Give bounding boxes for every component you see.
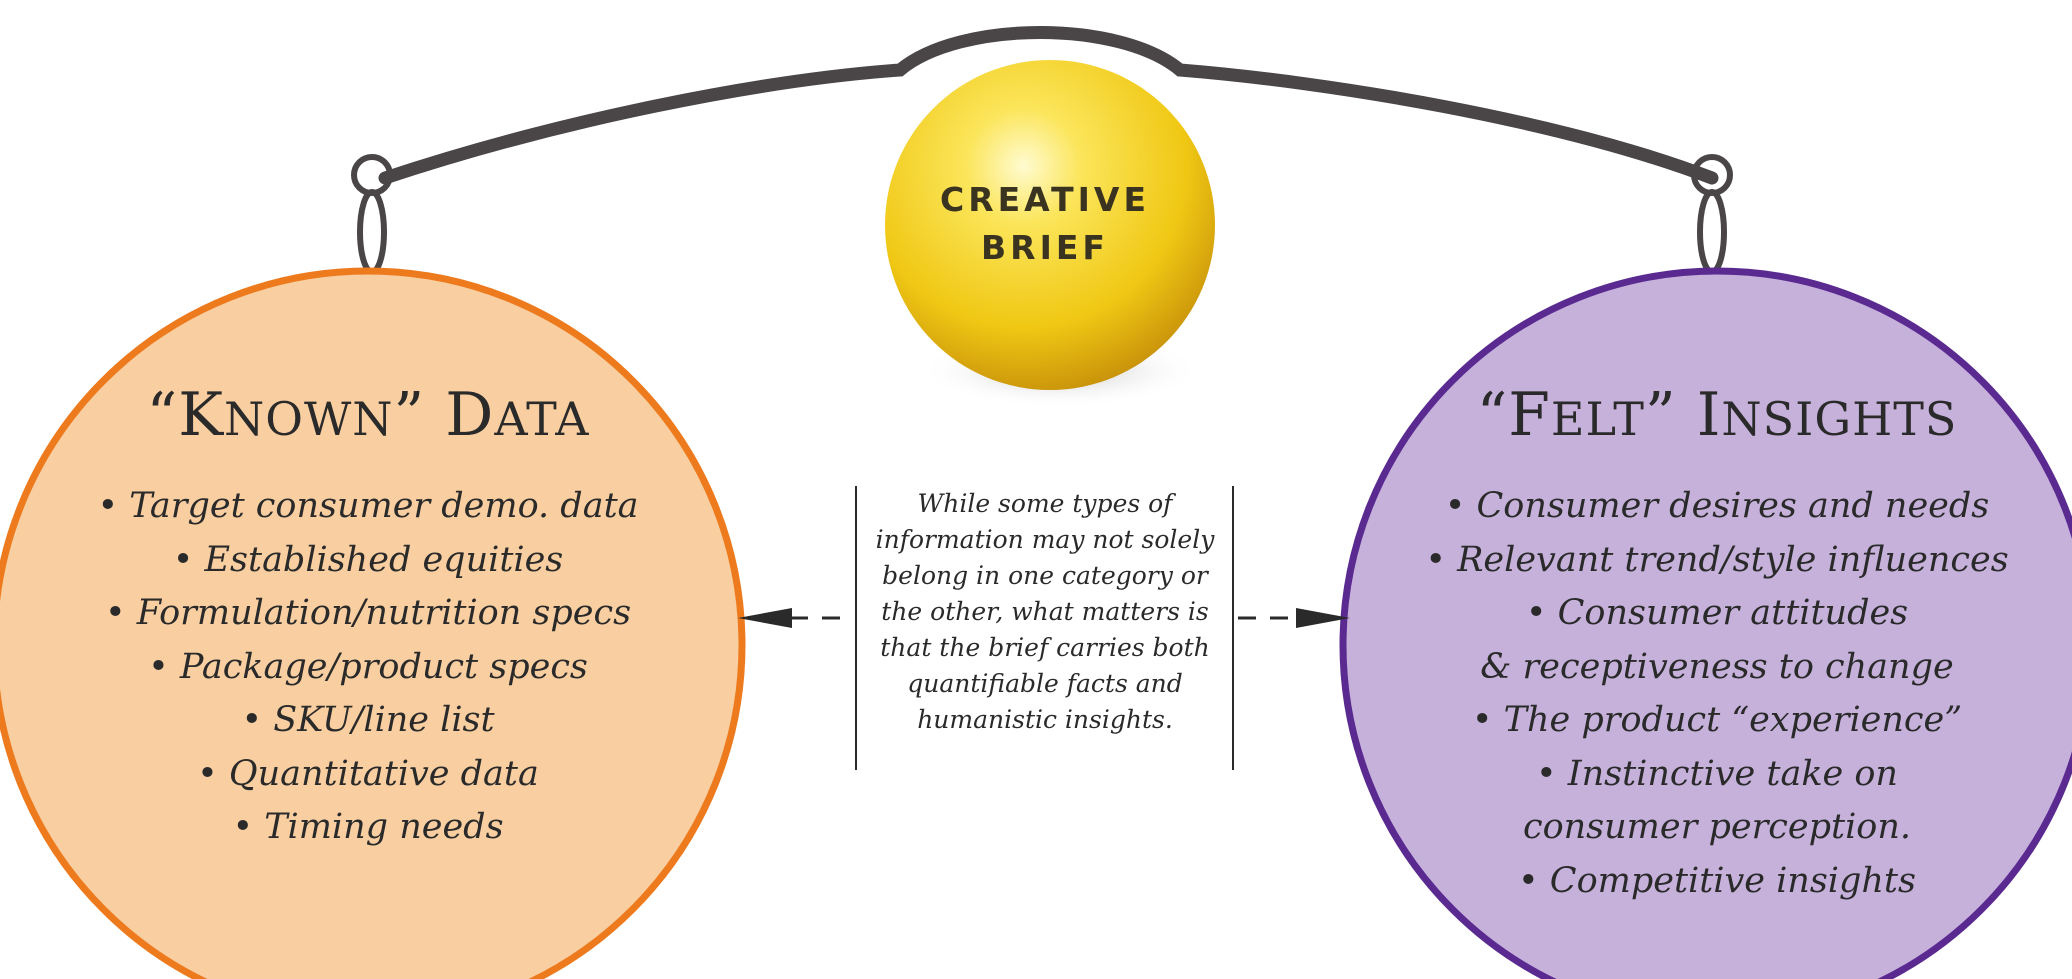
felt-item: • Relevant trend/style influences — [1425, 539, 2009, 580]
felt-item: consumer perception. — [1522, 807, 1912, 847]
known-data-block: “KNOWN” DATA • Target consumer demo. dat… — [18, 380, 718, 900]
known-ata: ATA — [494, 392, 590, 446]
felt-item: • Consumer attitudes — [1525, 593, 1909, 633]
note-line: humanistic insights. — [917, 705, 1173, 734]
felt-quote-close: ” — [1644, 380, 1677, 450]
note-line: information may not solely — [875, 525, 1215, 554]
note-line: While some types of — [917, 489, 1173, 518]
felt-insights-list: • Consumer desires and needs • Relevant … — [1362, 480, 2072, 908]
known-d: D — [445, 380, 495, 450]
right-chain-link — [1697, 189, 1727, 275]
left-arrowhead — [738, 608, 792, 628]
known-item: • Quantitative data — [197, 753, 539, 794]
known-data-title: “KNOWN” DATA — [18, 380, 718, 450]
felt-item: • Competitive insights — [1518, 860, 1916, 901]
note-line: quantifiable facts and — [907, 669, 1183, 698]
note-line: belong in one category or — [882, 561, 1208, 590]
felt-insights-title: “FELT” INSIGHTS — [1362, 380, 2072, 450]
known-quote-close: ” — [393, 380, 426, 450]
known-item: • Established equities — [172, 539, 564, 580]
felt-f: F — [1508, 380, 1551, 450]
known-data-list: • Target consumer demo. data • Establish… — [18, 480, 718, 855]
known-k: K — [178, 380, 225, 450]
known-quote-open: “ — [146, 380, 179, 450]
felt-nsights: NSIGHTS — [1721, 392, 1958, 446]
balance-beam — [378, 26, 1719, 185]
known-nown: NOWN — [224, 392, 394, 446]
known-item: • Timing needs — [232, 807, 504, 847]
felt-item: • The product “experience” — [1471, 700, 1963, 740]
known-data-circle — [0, 267, 746, 979]
known-item: • Formulation/nutrition specs — [104, 593, 632, 633]
felt-item: • Consumer desires and needs — [1444, 486, 1990, 526]
felt-quote-open: “ — [1476, 380, 1509, 450]
felt-item: • Instinctive take on — [1536, 753, 1898, 794]
note-line: the other, what matters is — [881, 597, 1209, 626]
left-chain-link — [357, 189, 387, 275]
right-arrowhead — [1296, 608, 1350, 628]
felt-item: & receptiveness to change — [1480, 646, 1954, 687]
known-item: • SKU/line list — [241, 700, 495, 740]
known-item: • Target consumer demo. data — [97, 486, 639, 526]
felt-elt: ELT — [1550, 392, 1645, 446]
creative-brief-sphere — [885, 60, 1215, 390]
brief-line-1: CREATIVE — [939, 180, 1151, 219]
felt-i: I — [1696, 380, 1722, 450]
creative-brief-label: CREATIVE BRIEF — [880, 176, 1210, 272]
note-line: that the brief carries both — [880, 633, 1210, 662]
felt-insights-circle — [1339, 267, 2072, 979]
known-item: • Package/product specs — [148, 646, 588, 687]
felt-insights-block: “FELT” INSIGHTS • Consumer desires and n… — [1362, 380, 2072, 940]
center-note: While some types of information may not … — [860, 486, 1230, 738]
brief-line-2: BRIEF — [981, 228, 1109, 267]
